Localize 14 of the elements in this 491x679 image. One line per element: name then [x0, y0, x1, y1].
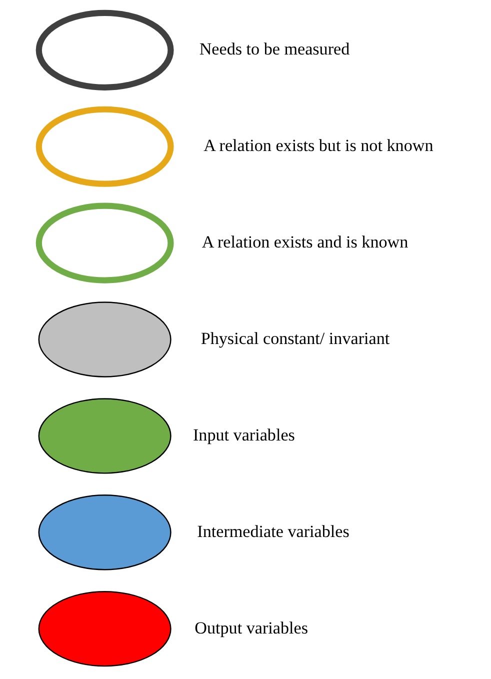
legend-label: A relation exists and is known	[202, 232, 408, 252]
node-ellipse	[38, 398, 172, 474]
node-ellipse	[36, 202, 174, 284]
legend-label: Intermediate variables	[197, 522, 350, 541]
node-ellipse	[38, 302, 172, 378]
node-ellipse	[36, 106, 174, 187]
legend-label: A relation exists but is not known	[204, 136, 434, 156]
legend-label: Output variables	[194, 618, 308, 638]
legend-label: Input variables	[192, 425, 295, 444]
legend-label: Physical constant/ invariant	[200, 329, 390, 348]
node-ellipse	[36, 10, 174, 90]
legend-label: Needs to be measured	[199, 40, 350, 59]
node-ellipse	[38, 590, 172, 667]
node-ellipse	[38, 494, 172, 570]
